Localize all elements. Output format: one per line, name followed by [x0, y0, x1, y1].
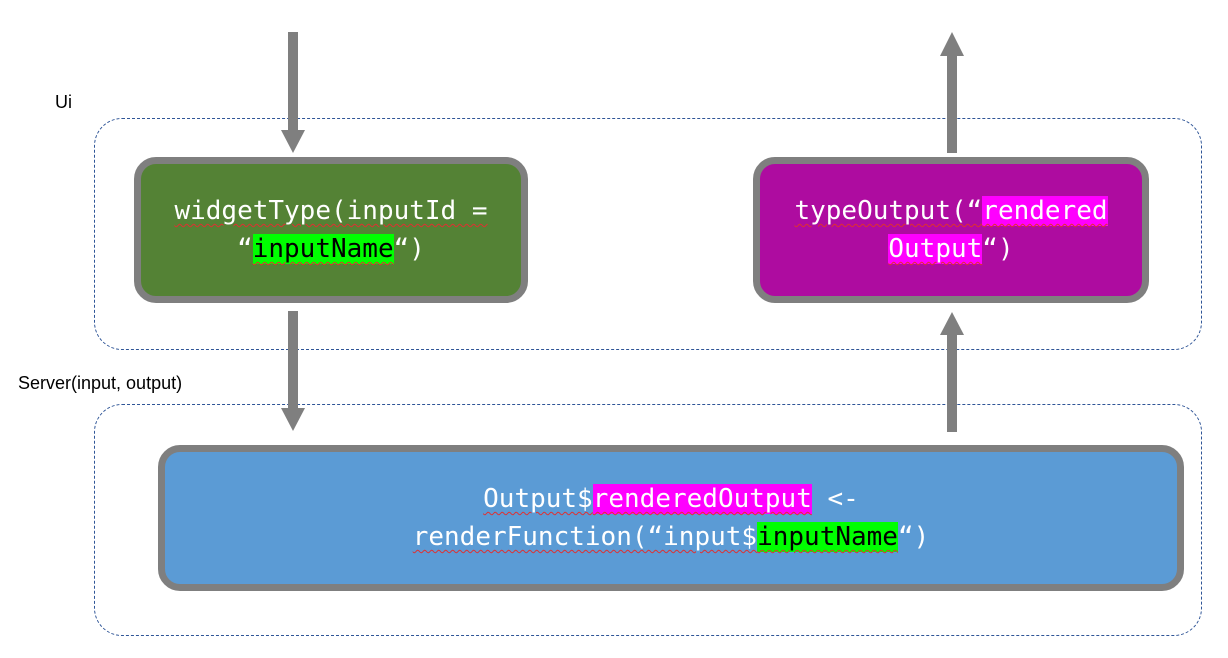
widget-to-server-arrow — [281, 311, 305, 431]
input-arrow — [281, 32, 305, 153]
widget-input-name: inputName — [252, 234, 394, 264]
widget-quote-close: “) — [393, 234, 425, 264]
server-box: Output$renderedOutput <- renderFunction(… — [158, 445, 1184, 591]
widget-call-text: widgetType(inputId = — [174, 196, 488, 226]
server-output-prefix: Output$ — [483, 484, 593, 514]
ui-label: Ui — [55, 92, 72, 112]
server-region — [94, 404, 1202, 636]
server-assign-operator: <- — [811, 484, 859, 514]
server-box-text: Output$renderedOutput <- renderFunction(… — [412, 480, 930, 556]
ui-region — [94, 118, 1202, 350]
server-render-call-suffix: “) — [897, 522, 930, 552]
server-rendered-output-name: renderedOutput — [592, 484, 812, 514]
widget-code-line-1: widgetType(inputId = — [174, 192, 487, 230]
output-code-line-2: Output“) — [794, 230, 1107, 268]
widget-box-text: widgetType(inputId = “inputName“) — [174, 192, 488, 268]
server-label: Server(input, output) — [18, 373, 183, 393]
server-to-output-arrow — [940, 312, 964, 432]
output-code-line-1: typeOutput(“rendered — [794, 192, 1108, 230]
server-input-name: inputName — [757, 522, 898, 552]
output-name-part-2: Output — [888, 234, 983, 264]
widget-quote-open: “ — [237, 234, 253, 264]
widget-box: widgetType(inputId = “inputName“) — [134, 157, 528, 303]
output-name-part-1: rendered — [982, 196, 1108, 226]
server-code-line-2: renderFunction(“input$inputName“) — [412, 518, 930, 556]
server-render-call-prefix: renderFunction(“input$ — [412, 522, 758, 552]
output-arrow — [940, 32, 964, 153]
output-box-text: typeOutput(“rendered Output“) — [794, 192, 1108, 268]
output-call-suffix: “) — [982, 234, 1014, 264]
output-call-prefix: typeOutput(“ — [794, 196, 983, 226]
output-box: typeOutput(“rendered Output“) — [753, 157, 1149, 303]
widget-code-line-2: “inputName“) — [174, 230, 487, 268]
server-code-line-1: Output$renderedOutput <- — [413, 480, 930, 518]
